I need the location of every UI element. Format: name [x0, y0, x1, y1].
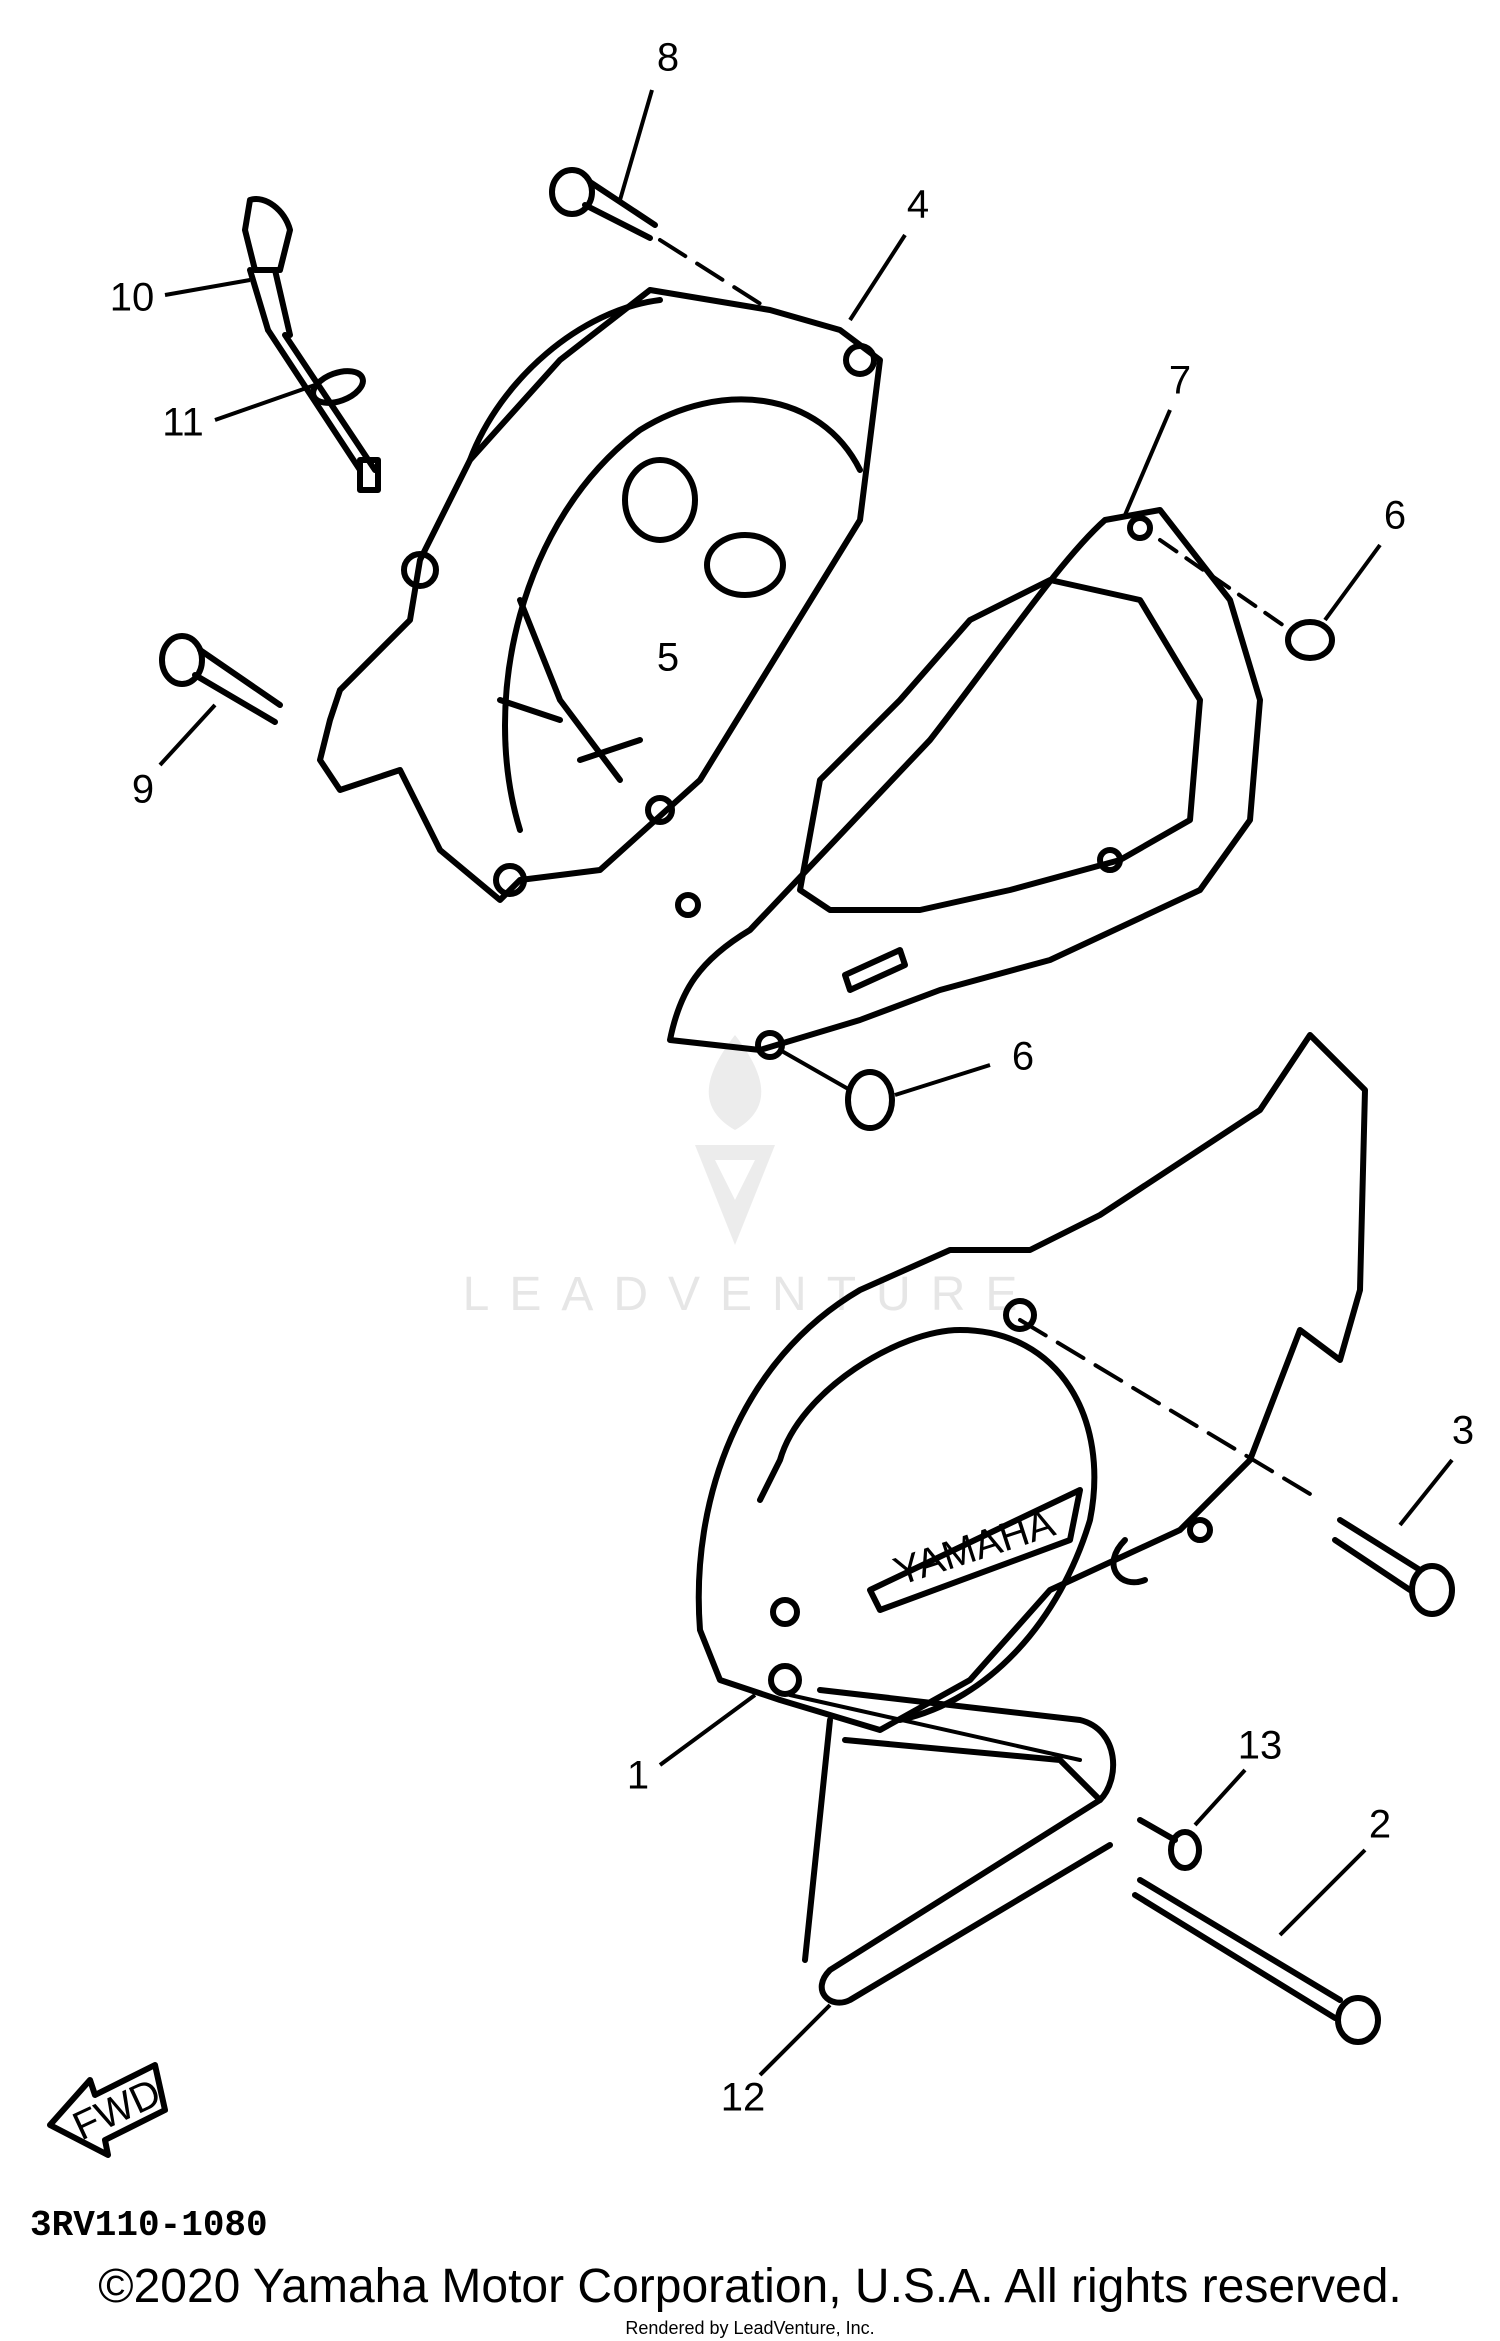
callout-leader-line [164, 278, 251, 297]
fwd-arrow-icon [47, 2062, 168, 2158]
part-dipstick [242, 196, 381, 493]
callout-leader-line [618, 89, 654, 201]
part-outer-cover [695, 1032, 1368, 1733]
callout-leader-line [158, 703, 217, 767]
part-long-bolt-2 [1132, 1877, 1381, 2045]
rendered-by-text: Rendered by LeadVenture, Inc. [625, 2318, 875, 2338]
part-o-ring [310, 368, 366, 406]
callout-number: 13 [1238, 1724, 1283, 1768]
callout-leader-line [1123, 409, 1172, 516]
watermark-text: LEADVENTURE [462, 1268, 1038, 1321]
callout-leader-line [658, 1693, 757, 1767]
part-cover-guard [802, 1687, 1116, 2006]
callout-leader-line [848, 233, 907, 322]
callout-number: 4 [907, 183, 929, 227]
callout-number: 12 [721, 2076, 766, 2120]
part-screw-13 [1137, 1817, 1202, 1871]
callout-leader-line [1398, 1458, 1454, 1527]
callout-number: 8 [657, 36, 679, 80]
callout-number: 10 [110, 276, 155, 320]
callout-number: 5 [657, 636, 679, 680]
part-cap-nut [845, 1069, 895, 1131]
callout-number: 1 [627, 1754, 649, 1798]
callout-leader-line [894, 1063, 991, 1097]
callout-leader-line [1323, 543, 1382, 622]
callout-number: 3 [1452, 1409, 1474, 1453]
callout-number: 11 [162, 401, 204, 445]
part-gasket [667, 507, 1263, 1060]
callout-number: 6 [1012, 1035, 1034, 1079]
callout-number: 6 [1384, 494, 1406, 538]
copyright-text: ©2020 Yamaha Motor Corporation, U.S.A. A… [98, 2260, 1402, 2313]
part-bolt-3 [1332, 1517, 1455, 1617]
cover-brand-text: YAMAHA [889, 1501, 1061, 1594]
callout-number: 9 [132, 768, 154, 812]
callout-group: 8 4 10 11 7 6 5 9 6 3 1 13 2 12 [110, 36, 1474, 2120]
part-bolt-8 [549, 167, 658, 241]
callout-leader-line [1193, 1768, 1247, 1827]
part-bolt-9 [159, 633, 283, 725]
part-cap-nut [1285, 619, 1335, 661]
callout-number: 2 [1369, 1803, 1391, 1847]
part-crankcase-cover [317, 287, 883, 903]
callout-leader-line [214, 383, 316, 422]
callout-leader-line [1278, 1848, 1367, 1937]
leadventure-logo-watermark [695, 1035, 775, 1245]
diagram-code: 3RV110-1080 [30, 2205, 268, 2246]
callout-leader-line [758, 2003, 832, 2077]
callout-number: 7 [1169, 359, 1191, 403]
